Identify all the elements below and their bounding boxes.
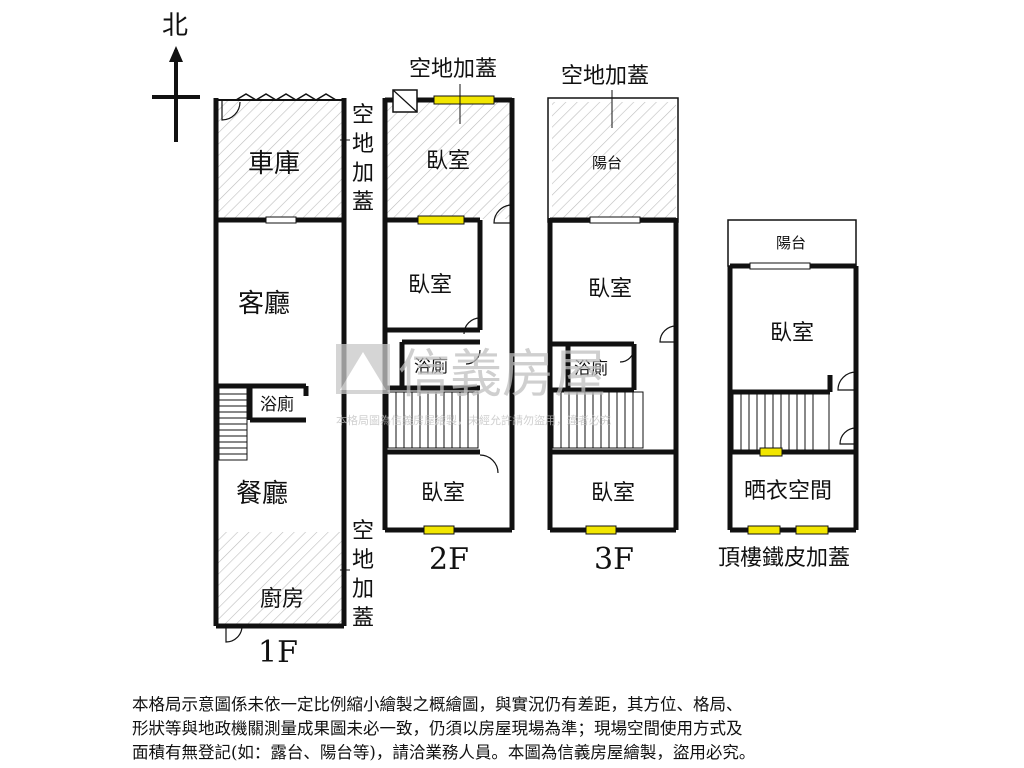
door-icon — [465, 349, 481, 365]
addition-char: 蓋 — [352, 190, 374, 215]
dining-room-label: 餐廳 — [236, 479, 288, 509]
floor-3f: 空地加蓋 陽台 臥室 浴廁 臥室 3F — [547, 64, 679, 577]
bedroom-label: 臥室 — [770, 321, 814, 346]
window-icon — [417, 215, 465, 225]
kitchen-label: 廚房 — [260, 587, 304, 612]
bedroom-addition-area — [387, 100, 510, 219]
floor-level-1f: 1F — [258, 635, 298, 670]
north-label: 北 — [162, 11, 188, 41]
watermark: 信義房屋 本格局圖為信義房屋繪製，未經允許請勿盜用，違者必究 — [336, 344, 611, 427]
laundry-space-label: 晒衣空間 — [744, 479, 832, 504]
door-icon — [479, 454, 499, 474]
sliding-door-icon — [589, 216, 641, 224]
watermark-subline: 本格局圖為信義房屋繪製，未經允許請勿盜用，違者必究 — [336, 413, 611, 427]
stairs-1f — [218, 387, 248, 461]
window-icon — [433, 95, 495, 105]
window-icon — [759, 447, 783, 457]
disclaimer-line: 形狀等與地政機關測量成果圖未必一致，仍須以房屋現場為準；現場空間使用方式及 — [132, 719, 743, 738]
window-icon — [747, 525, 781, 535]
stairs-2f — [387, 391, 479, 449]
door-icon — [225, 625, 243, 643]
addition-char: 空 — [352, 519, 374, 544]
bathroom-label: 浴廁 — [260, 394, 294, 415]
bedroom-label: 臥室 — [591, 481, 635, 506]
door-icon — [221, 100, 241, 121]
floor-1f: 車庫 客廳 浴廁 餐廳 廚房 空 地 加 蓋 空 地 加 蓋 1F — [213, 93, 374, 670]
floor-level-roof: 頂樓鐵皮加蓋 — [718, 546, 850, 571]
sliding-door-icon — [749, 262, 811, 270]
door-icon — [839, 427, 857, 445]
watermark-brand: 信義房屋 — [398, 345, 606, 405]
balcony-label: 陽台 — [776, 234, 806, 252]
living-room-label: 客廳 — [238, 289, 290, 319]
addition-char: 蓋 — [352, 606, 374, 631]
balcony-addition-area — [552, 102, 676, 218]
stairs-3f — [552, 391, 644, 449]
kitchen-area — [218, 532, 342, 624]
disclaimer-line: 本格局示意圖係未依一定比例縮小繪製之概繪圖，與實況仍有差距，其方位、格局、 — [132, 695, 743, 714]
floor-level-3f: 3F — [594, 542, 634, 577]
bedroom-label: 臥室 — [421, 481, 465, 506]
north-compass-icon: 北 — [152, 11, 200, 142]
door-icon — [493, 204, 513, 224]
stairs-roof — [732, 393, 830, 451]
disclaimer-line: 面積有無登記(如：露台、陽台等)，請洽業務人員。本圖為信義房屋繪製，盜用必究。 — [132, 743, 756, 762]
addition-label: 空地加蓋 — [409, 57, 497, 82]
window-icon — [423, 525, 455, 535]
floor-2f: 空地加蓋 臥室 臥室 浴廁 臥室 2F — [382, 57, 515, 577]
addition-char: 加 — [352, 577, 374, 602]
window-icon — [585, 525, 617, 535]
addition-char: 地 — [352, 548, 374, 573]
bathroom-label: 浴廁 — [414, 356, 448, 377]
addition-char: 地 — [352, 132, 374, 157]
garage-area — [218, 100, 342, 220]
addition-label: 空地加蓋 — [561, 64, 649, 89]
door-icon — [463, 317, 481, 335]
door-icon — [659, 325, 677, 343]
bathroom-label: 浴廁 — [574, 358, 608, 379]
window-icon — [795, 525, 829, 535]
walls-roof — [727, 263, 859, 533]
bedroom-label: 臥室 — [426, 149, 470, 174]
balcony-label: 陽台 — [592, 154, 622, 172]
bedroom-label: 臥室 — [588, 277, 632, 302]
floor-roof: 陽台 臥室 晒衣空間 頂樓鐵皮加蓋 — [718, 219, 859, 571]
bedroom-label: 臥室 — [408, 273, 452, 298]
sliding-door-icon — [265, 216, 297, 224]
addition-char: 加 — [352, 161, 374, 186]
garage-door-icon — [235, 93, 337, 101]
garage-label: 車庫 — [248, 149, 300, 179]
floor-level-2f: 2F — [429, 542, 469, 577]
disclaimer: 本格局示意圖係未依一定比例縮小繪製之概繪圖，與實況仍有差距，其方位、格局、 形狀… — [132, 693, 932, 765]
brand-logo-icon — [336, 344, 390, 394]
door-icon — [837, 371, 857, 391]
door-icon — [619, 347, 635, 363]
addition-char: 空 — [352, 103, 374, 128]
